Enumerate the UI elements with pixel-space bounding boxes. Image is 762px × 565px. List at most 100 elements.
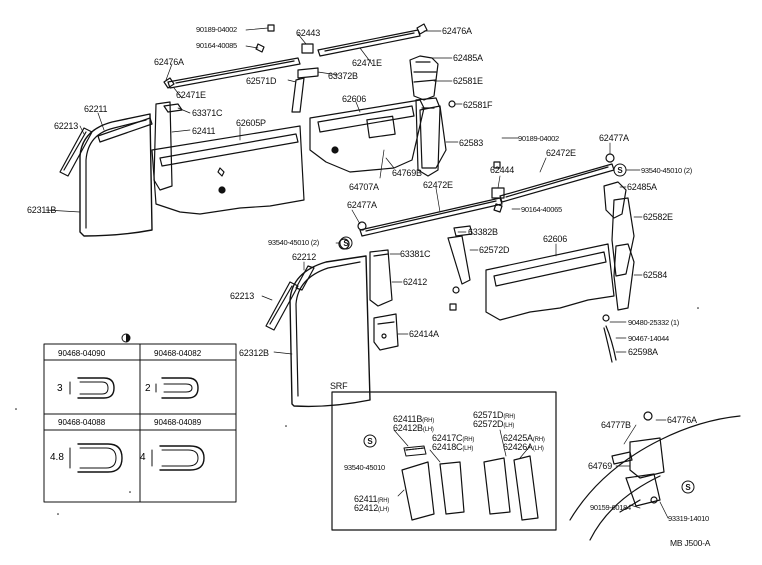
- clip-part-2: 90468-04082: [154, 349, 202, 358]
- label-64769b: 64769B: [392, 168, 422, 178]
- part-64777b: [611, 451, 633, 465]
- label-srf-62418c: 62418C(LH): [432, 442, 474, 452]
- diagram-id: MB J500-A: [670, 538, 711, 548]
- label-srf-62572d: 62572D(LH): [473, 419, 515, 429]
- label-62572d: 62572D: [479, 245, 510, 255]
- clip-part-1: 90468-04090: [58, 349, 106, 358]
- label-90164-40065: 90164-40065: [521, 205, 562, 214]
- label-62485a-right: 62485A: [627, 182, 657, 192]
- label-64707a: 64707A: [349, 182, 379, 192]
- clip-part-3: 90468-04088: [58, 418, 106, 427]
- clip-dim-1: 3: [57, 383, 63, 394]
- label-srf-62417c: 62417C(RH): [432, 433, 475, 443]
- label-62213-top: 62213: [54, 121, 79, 131]
- strip-62213-upper: [59, 127, 93, 177]
- s-mark-letters: S S S S: [343, 166, 691, 492]
- rail-62471e-left: [167, 57, 301, 89]
- part-63372b: [297, 67, 319, 79]
- label-62605p: 62605P: [236, 118, 266, 128]
- label-62581e: 62581E: [453, 76, 483, 86]
- pillar-62581e: [415, 97, 441, 177]
- clip-part-4: 90468-04089: [154, 418, 202, 427]
- label-64769: 64769: [588, 461, 613, 471]
- pillar-62583: [419, 105, 447, 169]
- srf-box: [331, 391, 557, 531]
- label-90467-14044: 90467-14044: [628, 334, 669, 343]
- strip-62598a: [605, 325, 617, 361]
- panel-62606-lower: [485, 243, 615, 321]
- label-62213-lower: 62213: [230, 291, 255, 301]
- label-63382b: 63382B: [468, 227, 498, 237]
- clip-dim-3: 4.8: [50, 452, 64, 463]
- label-srf-title: SRF: [330, 381, 348, 391]
- clip-table: [43, 343, 237, 503]
- srf-part-62411b: [403, 445, 427, 457]
- weatherstrip-62312b: [289, 255, 371, 408]
- label-srf-62412b: 62412B(LH): [393, 423, 434, 433]
- svg-text:S: S: [685, 483, 691, 492]
- label-62444: 62444: [490, 165, 515, 175]
- label-62211: 62211: [84, 104, 108, 114]
- part-62571d: [291, 77, 305, 113]
- label-62472e-right: 62472E: [546, 148, 576, 158]
- bracket-64769: [629, 437, 665, 479]
- part-63382b: [453, 225, 473, 237]
- label-srf-93540-45010: 93540-45010: [344, 463, 385, 472]
- label-90480-25332: 90480-25332 (1): [628, 318, 679, 327]
- label-62443: 62443: [296, 28, 321, 38]
- label-62412: 62412: [403, 277, 428, 287]
- strip-62213-lower: [265, 281, 299, 331]
- label-62584: 62584: [643, 270, 668, 280]
- pillar-62485a-right: [603, 181, 627, 219]
- label-64777b: 64777B: [601, 420, 631, 430]
- label-64776a: 64776A: [667, 415, 697, 425]
- label-srf-62426a: 62426A(LH): [503, 442, 544, 452]
- label-62414a: 62414A: [409, 329, 439, 339]
- label-90189-04002-top: 90189-04002: [196, 25, 237, 34]
- label-90189-04002-mid: 90189-04002: [518, 134, 559, 143]
- part-62414a: [373, 313, 399, 351]
- label-62312b: 62312B: [239, 348, 269, 358]
- clip-dim-2: 2: [145, 383, 151, 394]
- label-srf-62571d: 62571D(RH): [473, 410, 516, 420]
- label-63372b: 63372B: [328, 71, 358, 81]
- cap-62476a-left: [163, 77, 175, 89]
- part-62444: [491, 187, 505, 199]
- label-90164-40085: 90164-40085: [196, 41, 237, 50]
- weatherstrip-62311b: [79, 113, 153, 237]
- label-62485a-top: 62485A: [453, 53, 483, 63]
- label-62476a-top: 62476A: [442, 26, 472, 36]
- clip-dim-4: 4: [140, 452, 146, 463]
- part-62443: [301, 43, 314, 54]
- srf-part-62411: [401, 461, 435, 521]
- pillar-62582e: [611, 197, 635, 277]
- pillar-62411: [153, 101, 173, 191]
- label-62581f: 62581F: [463, 100, 493, 110]
- cap-62476a-top: [416, 23, 428, 35]
- label-63371c: 63371C: [192, 108, 223, 118]
- part-62572d: [447, 235, 471, 285]
- panel-62606-upper: [309, 99, 425, 173]
- label-62583: 62583: [459, 138, 484, 148]
- panel-62605p: [151, 125, 305, 215]
- label-62582e: 62582E: [643, 212, 673, 222]
- pillar-62584: [613, 243, 635, 311]
- rail-62471e-right: [317, 29, 421, 57]
- pillar-62412: [369, 249, 393, 307]
- label-62311b: 62311B: [27, 205, 57, 215]
- label-62571d: 62571D: [246, 76, 277, 86]
- label-62471e-left: 62471E: [176, 90, 206, 100]
- label-93319-14010: 93319-14010: [668, 514, 709, 523]
- label-srf-62411: 62411(RH): [354, 494, 390, 504]
- label-srf-62411b: 62411B(RH): [393, 414, 435, 424]
- label-62606-top: 62606: [342, 94, 367, 104]
- strip-62212: [295, 265, 315, 291]
- label-srf-62412: 62412(LH): [354, 503, 389, 513]
- label-62471e-top: 62471E: [352, 58, 382, 68]
- label-srf-62425a: 62425A(RH): [503, 433, 545, 443]
- srf-part-62425a: [483, 457, 511, 515]
- label-62472e-mid: 62472E: [423, 180, 453, 190]
- label-62476a-left: 62476A: [154, 57, 184, 67]
